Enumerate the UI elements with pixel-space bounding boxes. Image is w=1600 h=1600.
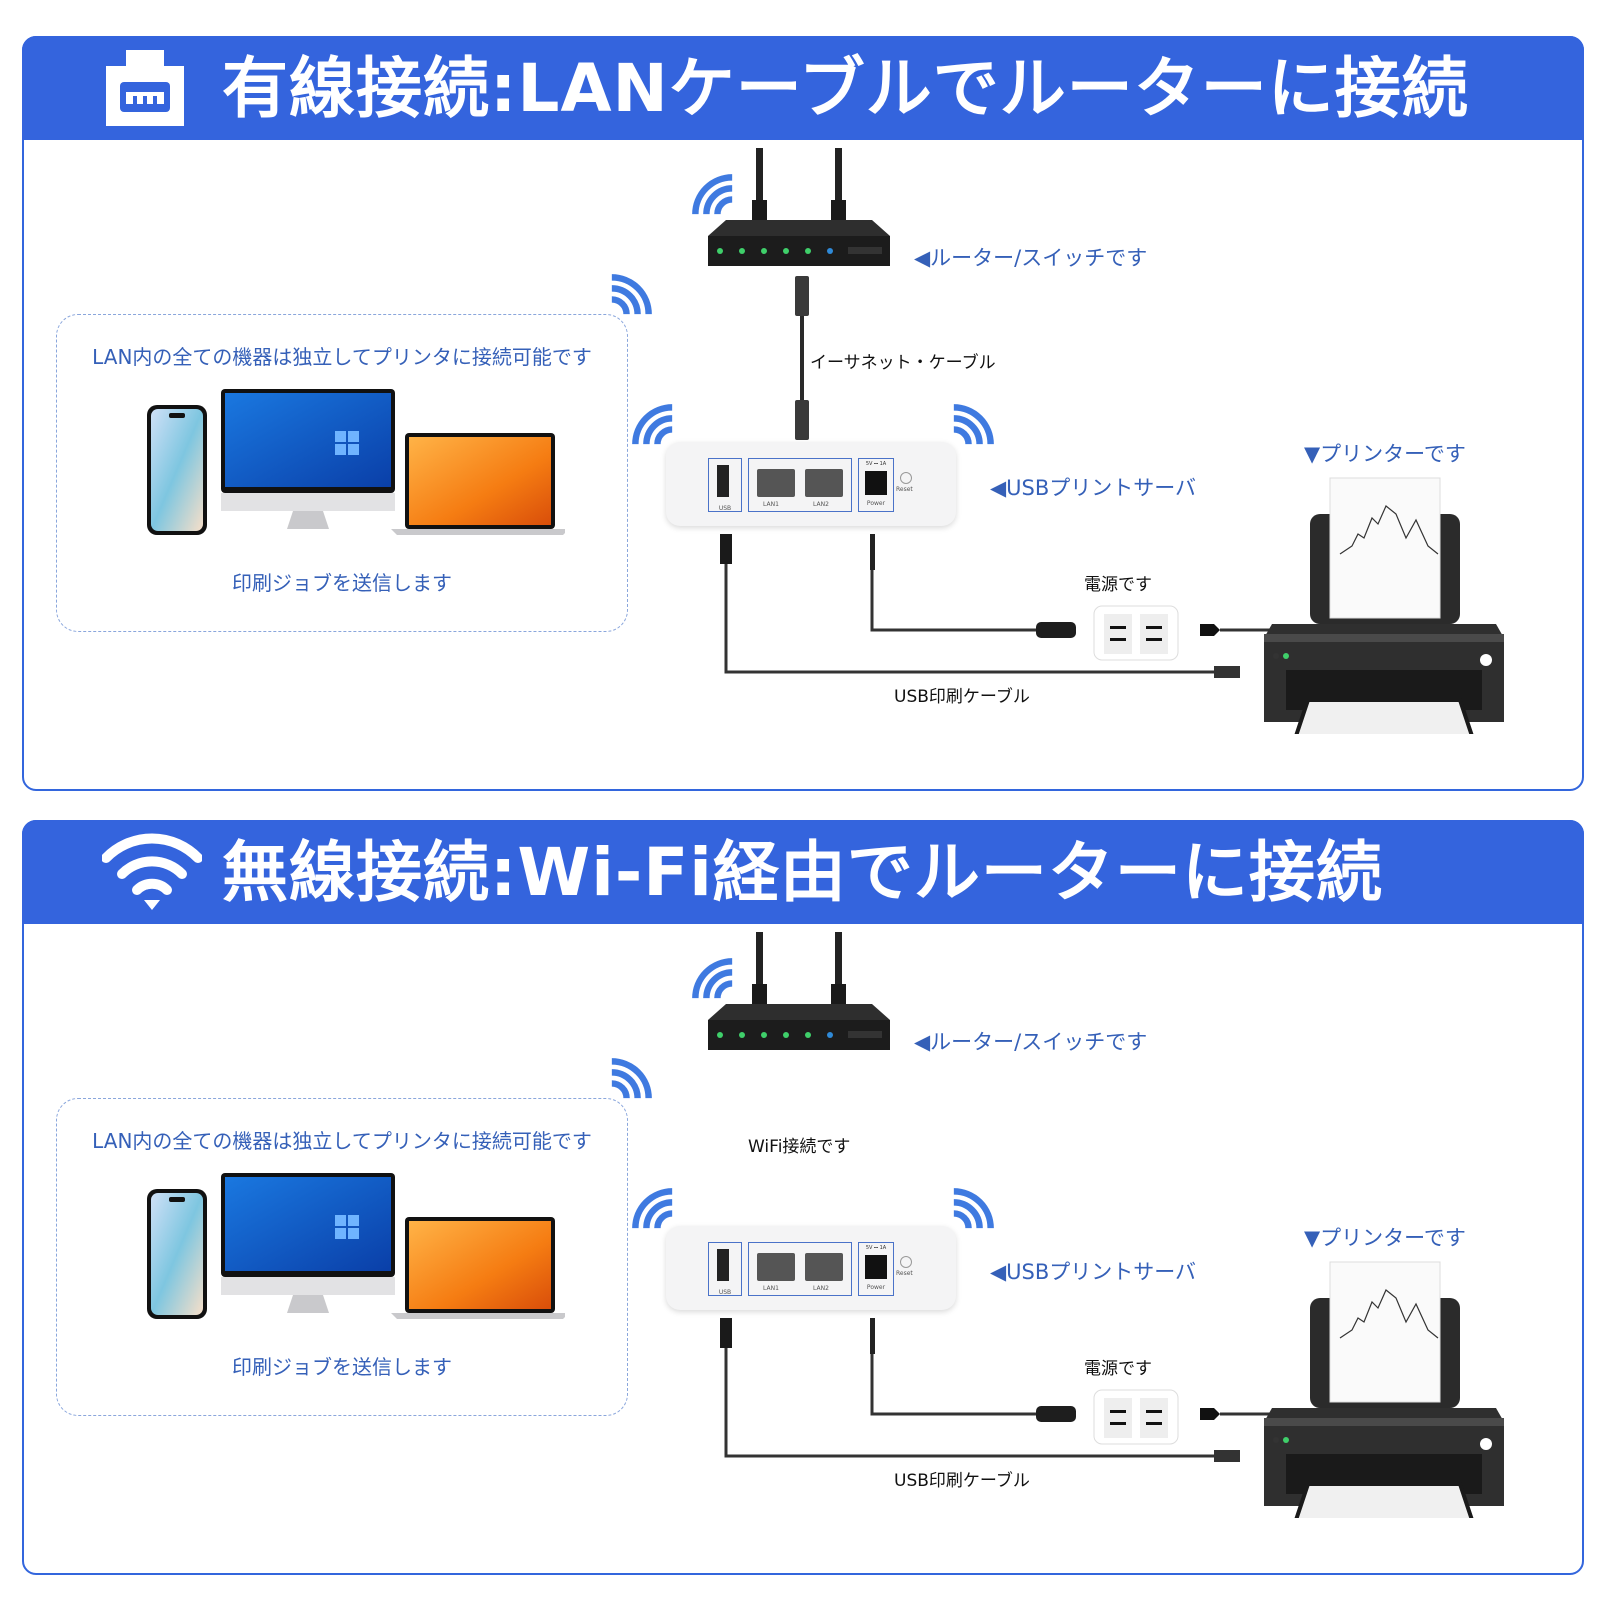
power-label: 電源です	[1084, 1359, 1152, 1379]
client-devices-illustration	[147, 389, 565, 535]
power-strip-icon	[1093, 605, 1179, 661]
lan-devices-box: LAN内の全ての機器は独立してプリンタに接続可能です 印刷ジョブを送信し	[56, 1098, 628, 1416]
client-devices-illustration	[147, 1173, 565, 1319]
laptop-icon	[391, 1217, 565, 1319]
router-label: ◀ルーター/スイッチです	[914, 246, 1148, 270]
wireless-connection-panel: 無線接続:Wi-Fi経由でルーターに接続 LAN内の全ての機器は独立してプリンタ…	[22, 820, 1584, 1575]
usb-b-plug-icon	[1214, 666, 1240, 678]
panel-title: 無線接続:Wi-Fi経由でルーターに接続	[222, 834, 1383, 911]
usb-plug-icon	[720, 1318, 732, 1348]
usb-cable-label: USB印刷ケーブル	[894, 687, 1030, 707]
wifi-icon	[102, 833, 202, 910]
wifi-signal-icon	[628, 400, 674, 446]
usb-print-server: USB LAN1 LAN2 5V ⎓ 1A Power Reset	[666, 442, 956, 526]
power-port: 5V ⎓ 1A Power	[858, 458, 894, 512]
wifi-signal-icon	[628, 1184, 674, 1230]
power-adapter-icon	[1036, 1406, 1076, 1422]
wifi-signal-icon	[952, 400, 998, 446]
lan-port-icon	[106, 50, 184, 126]
power-port: 5V ⎓ 1A Power	[858, 1242, 894, 1296]
ethernet-cable-icon	[795, 276, 809, 440]
printer-icon	[1264, 1261, 1504, 1518]
laptop-icon	[391, 433, 565, 535]
printer-label: ▼プリンターです	[1304, 442, 1466, 466]
wifi-signal-icon	[952, 1184, 998, 1230]
wired-connection-panel: 有線接続:LANケーブルでルーターに接続 LAN内の全ての機器は独立してプリンタ…	[22, 36, 1584, 791]
cabling-diagram	[720, 1318, 1274, 1462]
devices-caption: LAN内の全ての機器は独立してプリンタに接続可能です	[92, 345, 592, 369]
lan2-port	[805, 1253, 843, 1281]
lan-ports: LAN1 LAN2	[748, 458, 852, 512]
lan1-port	[757, 469, 795, 497]
desktop-monitor-icon	[221, 1173, 395, 1313]
lan-ports: LAN1 LAN2	[748, 1242, 852, 1296]
router-label: ◀ルーター/スイッチです	[914, 1030, 1148, 1054]
lan2-port	[805, 469, 843, 497]
panel-header: 無線接続:Wi-Fi経由でルーターに接続	[22, 820, 1584, 924]
link-label: イーサネット・ケーブル	[810, 353, 996, 373]
desktop-monitor-icon	[221, 389, 395, 529]
usb-print-server: USB LAN1 LAN2 5V ⎓ 1A Power Reset	[666, 1226, 956, 1310]
power-plug-icon	[1200, 624, 1220, 636]
power-strip-icon	[1093, 1389, 1179, 1445]
power-plug-icon	[1200, 1408, 1220, 1420]
lan-devices-box: LAN内の全ての機器は独立してプリンタに接続可能です	[56, 314, 628, 632]
usb-b-plug-icon	[1214, 1450, 1240, 1462]
printer-label: ▼プリンターです	[1304, 1226, 1466, 1250]
router-icon	[708, 932, 890, 1050]
send-job-caption: 印刷ジョブを送信します	[232, 1355, 452, 1379]
smartphone-icon	[147, 1189, 207, 1319]
usb-cable-label: USB印刷ケーブル	[894, 1471, 1030, 1491]
router-icon	[708, 148, 890, 266]
usb-port: USB	[708, 1242, 742, 1296]
panel-title: 有線接続:LANケーブルでルーターに接続	[222, 50, 1469, 127]
wifi-signal-icon	[610, 270, 656, 316]
power-label: 電源です	[1084, 575, 1152, 595]
usb-plug-icon	[720, 534, 732, 564]
smartphone-icon	[147, 405, 207, 535]
cabling-diagram	[720, 534, 1274, 678]
panel-header: 有線接続:LANケーブルでルーターに接続	[22, 36, 1584, 140]
devices-caption: LAN内の全ての機器は独立してプリンタに接続可能です	[92, 1129, 592, 1153]
link-label: WiFi接続です	[748, 1137, 851, 1157]
lan1-port	[757, 1253, 795, 1281]
usb-port: USB	[708, 458, 742, 512]
power-adapter-icon	[1036, 622, 1076, 638]
printer-icon	[1264, 477, 1504, 734]
send-job-caption: 印刷ジョブを送信します	[232, 571, 452, 595]
wifi-signal-icon	[610, 1054, 656, 1100]
print-server-label: ◀USBプリントサーバ	[990, 476, 1197, 500]
reset-button	[900, 1256, 912, 1268]
reset-button	[900, 472, 912, 484]
print-server-label: ◀USBプリントサーバ	[990, 1260, 1197, 1284]
